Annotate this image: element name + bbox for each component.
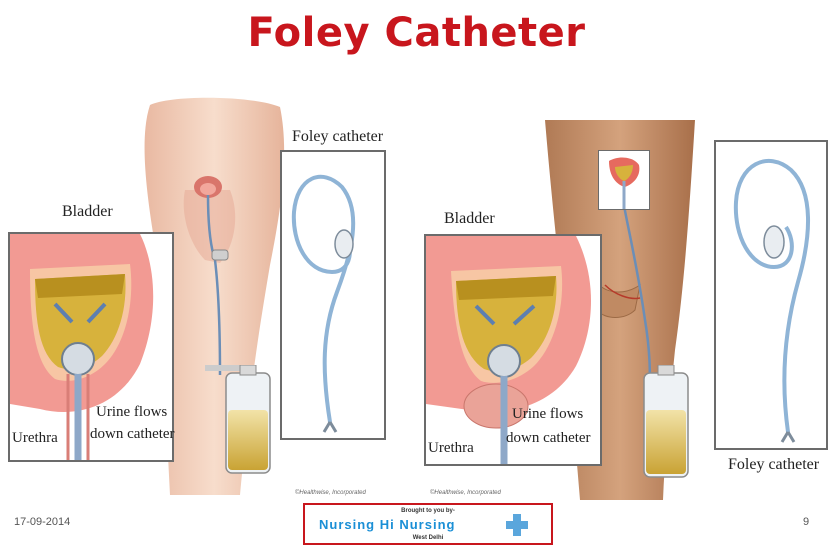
slide-title: Foley Catheter (0, 10, 833, 56)
catheter-label: Foley catheter (728, 456, 819, 474)
catheter-box (714, 140, 828, 450)
catheter-box (280, 150, 386, 440)
urine-flows-label-2: down catheter (506, 430, 591, 447)
image-credit: ©Healthwise, Incorporated (295, 490, 366, 496)
small-bladder-icon (599, 151, 649, 209)
urethra-label: Urethra (12, 430, 58, 447)
bladder-inset: Urine flows down catheter Urethra (424, 234, 602, 466)
urethra-label: Urethra (428, 440, 474, 457)
urine-flows-label-1: Urine flows (96, 404, 167, 421)
urine-bag (640, 365, 692, 485)
page-number: 9 (803, 516, 809, 528)
bladder-label: Bladder (444, 210, 495, 228)
catheter-drawing (282, 152, 384, 438)
nursing-banner: Brought to you by- Nursing Hi Nursing We… (303, 503, 553, 545)
medical-cross-icon (503, 512, 531, 538)
bladder-label: Bladder (62, 203, 113, 221)
catheter-label: Foley catheter (292, 128, 383, 146)
urine-bag (222, 365, 274, 480)
urine-flows-label-1: Urine flows (512, 406, 583, 423)
image-credit: ©Healthwise, Incorporated (430, 490, 501, 496)
slide-date: 17-09-2014 (14, 516, 70, 528)
banner-main-text: Nursing Hi Nursing (319, 517, 455, 532)
catheter-drawing (716, 142, 826, 448)
urine-flows-label-2: down catheter (90, 426, 175, 443)
bladder-inset: Urine flows down catheter Urethra (8, 232, 174, 462)
bladder-locator-inset (598, 150, 650, 210)
